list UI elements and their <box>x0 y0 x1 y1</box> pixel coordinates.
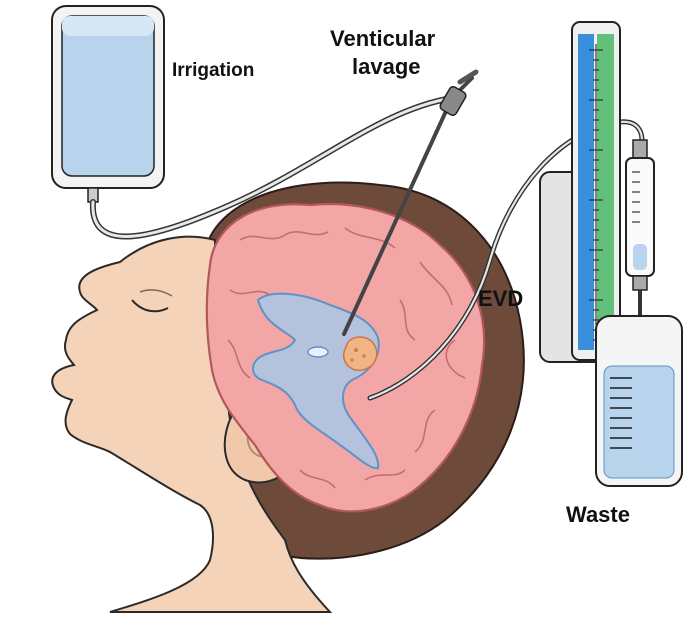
irrigation-label: Irrigation <box>172 60 254 81</box>
ventricle-foramen <box>308 347 328 357</box>
hemorrhage-clot <box>344 337 377 370</box>
drainage-stand <box>540 22 620 362</box>
lavage-connector <box>439 85 468 117</box>
waste-bag <box>596 316 682 486</box>
waste-label: Waste <box>566 502 630 527</box>
lavage-label-line2: lavage <box>352 54 421 79</box>
irrigation-bag <box>52 6 164 202</box>
lavage-label-line1: Venticular <box>330 26 436 51</box>
drip-chamber <box>626 140 654 318</box>
evd-label: EVD <box>478 286 523 311</box>
